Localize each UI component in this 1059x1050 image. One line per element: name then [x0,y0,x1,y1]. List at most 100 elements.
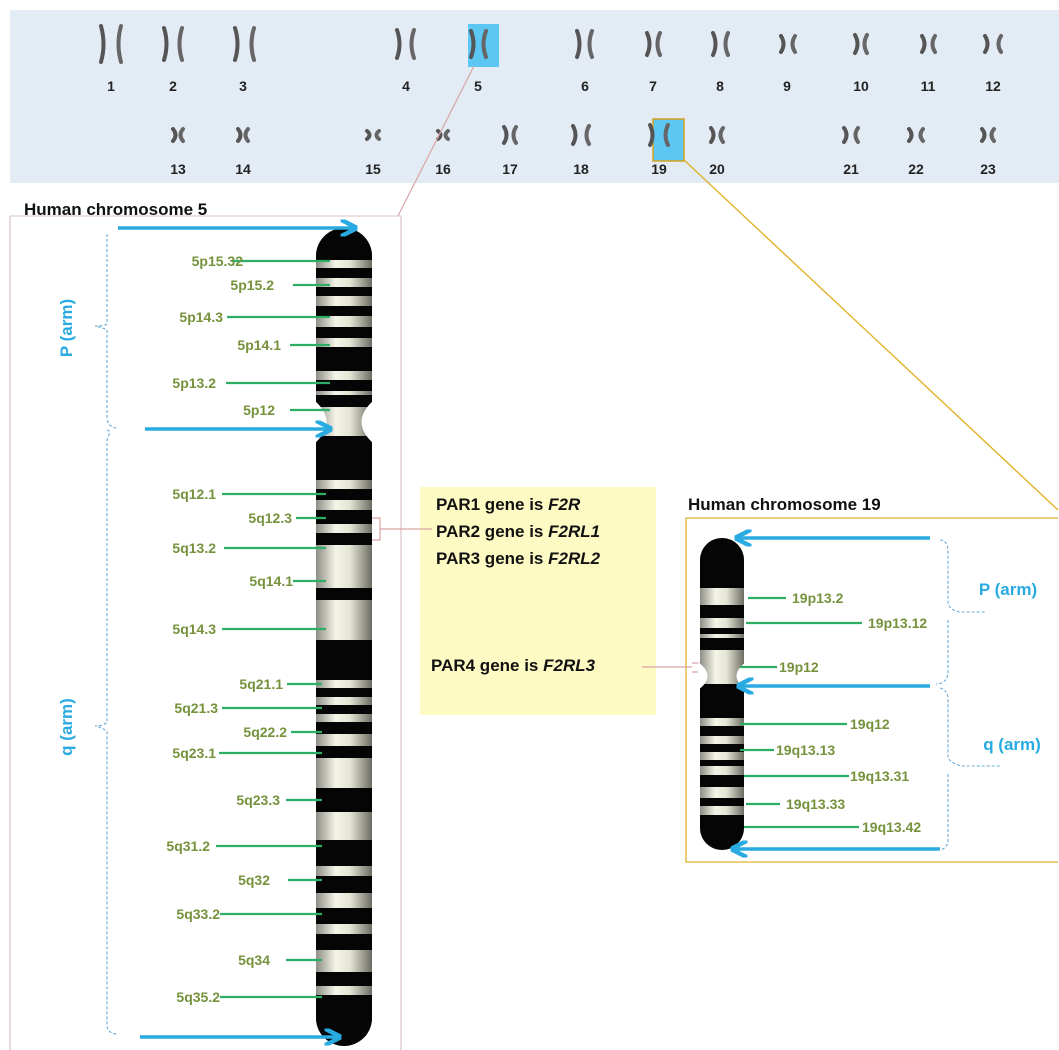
band-label: 5q21.1 [239,676,283,692]
band-label: 19q12 [850,716,890,732]
karyotype-chromosome [436,129,450,141]
karyotype-chromosome [469,29,488,59]
chromosome-band [316,934,372,950]
band-label: 5q23.1 [172,745,216,761]
chr19-p-arm-label: P (arm) [979,580,1037,599]
karyotype-label: 12 [985,78,1001,94]
chromosome-band [316,688,372,697]
chr19-ideogram: 19p13.219p13.1219p1219q1219q13.1319q13.3… [698,538,1041,850]
band-label: 5q31.2 [166,838,210,854]
band-label: 5p12 [243,402,275,418]
karyotype-label: 6 [581,78,589,94]
karyotype-label: 15 [365,161,381,177]
karyotype-label: 4 [402,78,410,94]
chr5-p-arm-label: P (arm) [57,299,76,357]
karyotype-label: 10 [853,78,869,94]
chromosome-band [316,788,372,812]
chr5-zoom-connector [397,65,475,217]
arm-brace [935,620,949,685]
karyotype-chromosome [779,34,797,54]
chromosome-band [316,268,372,278]
chromosome-band [700,605,744,618]
par1-prefix: PAR1 gene is [436,495,549,514]
karyotype-label: 14 [235,161,251,177]
band-label: 5q14.3 [172,621,216,637]
band-label: 5q23.3 [236,792,280,808]
chromosome-band [316,533,372,545]
karyotype-chromosome [502,125,518,145]
arm-brace [94,234,119,429]
chr19-title: Human chromosome 19 [688,495,881,514]
chromosome-band [700,538,744,588]
chromosome-band [316,395,372,407]
karyotype-label: 18 [573,161,589,177]
chromosome-band [316,705,372,714]
band-label: 19p13.2 [792,590,844,606]
karyotype-chromosome [920,34,937,54]
karyotype-label: 11 [921,78,936,94]
karyotype-chromosome [709,126,725,144]
karyotype-label: 17 [502,161,518,177]
karyotype-label: 21 [843,161,859,177]
chromosome-band [700,744,744,752]
karyotype-chromosome [980,127,996,143]
band-label: 5q12.1 [172,486,216,502]
karyotype-chromosome [233,26,256,62]
karyotype-chromosome [983,34,1003,54]
karyotype-label: 19 [651,161,667,177]
chromosome-band [316,876,372,893]
band-label: 5p15.32 [192,253,244,269]
par3-prefix: PAR3 gene is [436,549,549,568]
chromosome-band [700,798,744,806]
band-label: 5q12.3 [248,510,292,526]
chromosome-band [316,510,372,524]
chromosome-band [316,228,372,260]
karyotype-chromosome [853,33,869,55]
par3-label: PAR3 gene is F2RL2 [436,549,600,569]
band-label: 5p14.3 [179,309,223,325]
par123-connector [371,517,432,541]
chr19-panel-frame [685,517,1058,863]
par4-prefix: PAR4 gene is [431,656,544,675]
karyotype-label: 8 [716,78,724,94]
karyotype-chromosome [162,26,184,62]
chr19-q-arm-label: q (arm) [983,735,1041,754]
chromosome-band [316,380,372,391]
band-label: 5p14.1 [237,337,281,353]
band-label: 5q14.1 [249,573,293,589]
karyotype-chromosome [395,28,416,60]
karyotype-label: 3 [239,78,247,94]
band-label: 19p13.12 [868,615,927,631]
chr5-panel-frame [9,215,402,1050]
band-label: 5q32 [238,872,270,888]
karyotype-chromosome [365,129,381,141]
karyotype-chromosome [575,29,594,59]
karyotype-label: 23 [980,161,996,177]
band-label: 19q13.42 [862,819,921,835]
karyotype-strip [10,10,1059,183]
chromosome-band [316,287,372,296]
par3-gene: F2RL2 [548,549,601,568]
chromosome-band [316,347,372,371]
band-label: 5p15.2 [230,277,274,293]
chromosome-band [316,306,372,316]
centromere-right [361,400,374,444]
par2-label: PAR2 gene is F2RL1 [436,522,600,542]
chromosome-band [700,726,744,736]
band-label: 19q13.13 [776,742,835,758]
karyotype-chromosome [171,127,185,143]
par4-connector [642,662,701,673]
chromosome-band [316,327,372,338]
karyotype-chromosome [236,127,250,143]
par1-gene: F2R [548,495,581,514]
karyotype-label: 22 [908,161,924,177]
karyotype-label: 20 [709,161,725,177]
chromosome-band [316,746,372,758]
chromosome-band [316,722,372,734]
karyotype-label: 1 [107,78,115,94]
par4-gene: F2RL3 [543,656,596,675]
par1-label: PAR1 gene is F2R [436,495,580,515]
chromosome-band [316,640,372,680]
chr5-ideogram: 5p15.325p15.25p14.35p14.15p13.25p125q12.… [57,228,374,1046]
